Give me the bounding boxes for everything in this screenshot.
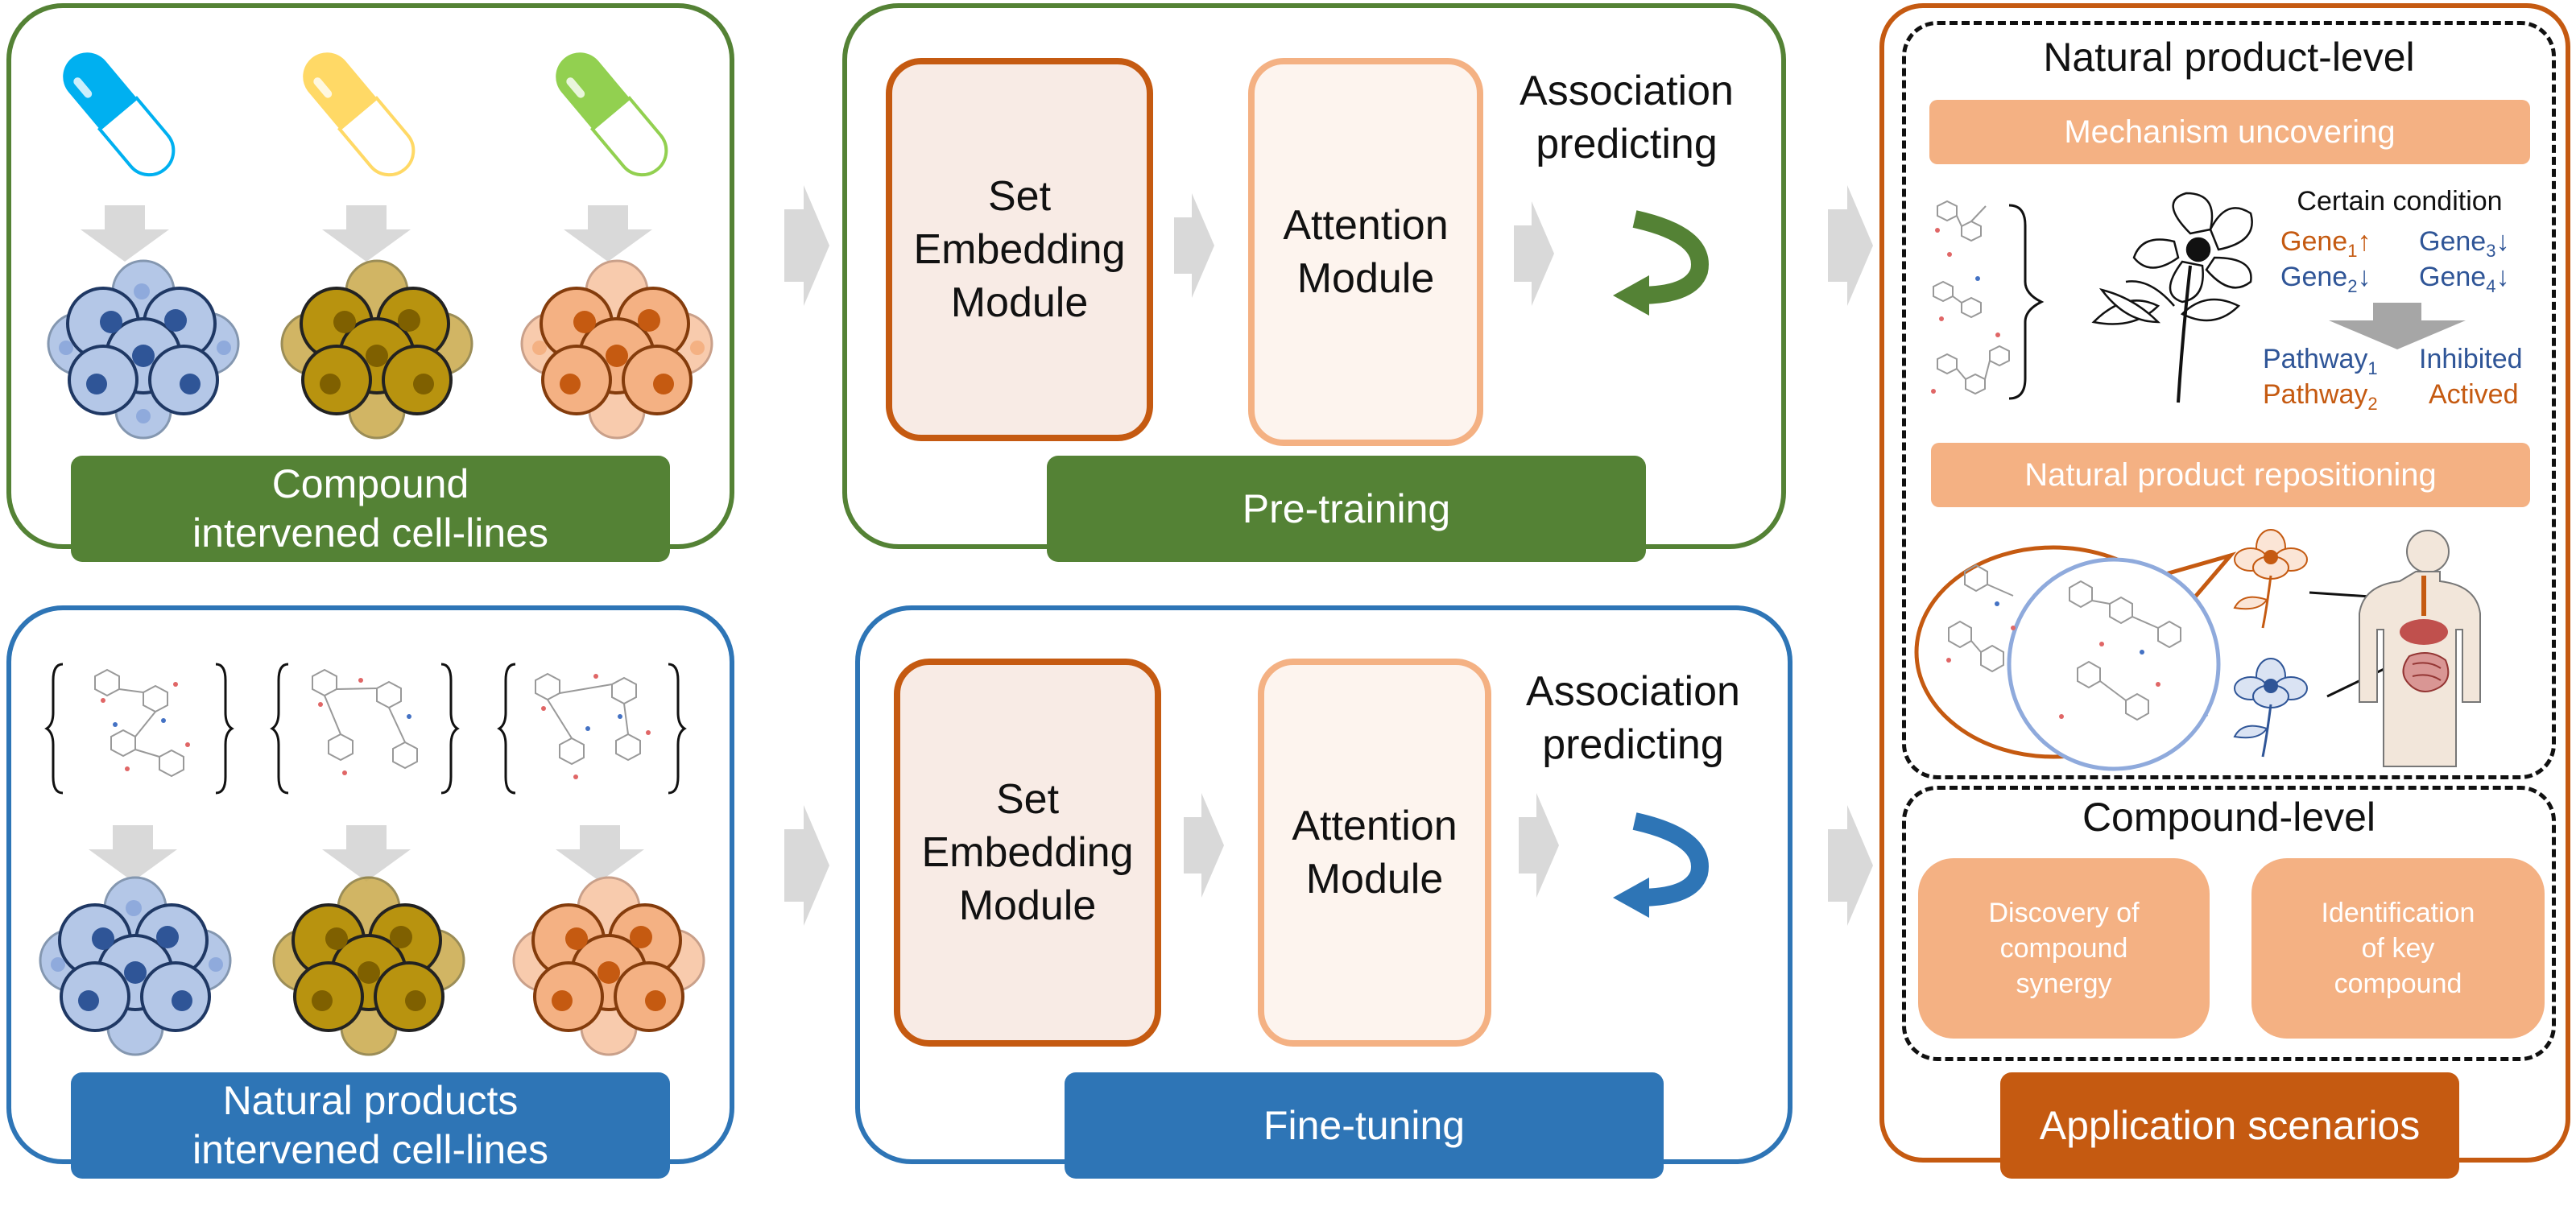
right-arrow-icon [1828, 185, 1873, 306]
natural-product-repositioning-pill: Natural product repositioning [1931, 443, 2530, 507]
capsule-blue-icon [63, 52, 176, 177]
right-arrow-icon [784, 805, 829, 926]
gene3-text: Gene3↓ [2419, 226, 2510, 261]
right-arrow-icon [1174, 193, 1214, 298]
pretraining-label: Pre-training [1047, 456, 1646, 562]
cell-cluster-blue-icon [47, 259, 240, 440]
set-embedding-module: Set Embedding Module [894, 659, 1161, 1047]
cycle-arrow-icon [1613, 812, 1709, 918]
molecule-set-icon [44, 663, 234, 795]
down-arrow-icon [322, 205, 411, 262]
key-compound-tile: Identification of key compound [2251, 858, 2545, 1039]
cycle-arrow-icon [1613, 210, 1709, 316]
inhibited-text: Inhibited [2419, 344, 2523, 374]
cell-cluster-orange-icon [520, 259, 713, 440]
down-arrow-icon [556, 825, 644, 882]
compound-cell-lines-label: Compound intervened cell-lines [71, 456, 670, 562]
cell-cluster-blue-icon [39, 876, 232, 1056]
down-arrow-icon [322, 825, 411, 882]
down-arrow-icon [2329, 303, 2466, 349]
molecule-stack-icon [1931, 200, 2010, 395]
right-arrow-icon [1514, 201, 1554, 306]
application-scenarios-label: Application scenarios [2000, 1072, 2459, 1179]
down-arrow-icon [81, 205, 169, 262]
attention-module: Attention Module [1258, 659, 1491, 1047]
cell-cluster-olive-icon [272, 876, 465, 1056]
pathway1-text: Pathway1 [2263, 344, 2378, 378]
flower-sketch-icon [2091, 192, 2253, 403]
right-arrow-icon [1184, 793, 1224, 898]
down-arrow-icon [564, 205, 652, 262]
actived-text: Actived [2429, 379, 2519, 410]
gene4-text: Gene4↓ [2419, 262, 2510, 296]
pathway2-text: Pathway2 [2263, 379, 2378, 414]
natural-products-label: Natural products intervened cell-lines [71, 1072, 670, 1179]
natural-product-level-title: Natural product-level [2043, 35, 2415, 80]
human-body-icon [2359, 530, 2481, 767]
compound-synergy-tile: Discovery of compound synergy [1918, 858, 2210, 1039]
capsule-yellow-icon [303, 52, 416, 177]
association-predicting-text: Association predicting [1520, 68, 1734, 168]
right-arrow-icon [784, 185, 829, 306]
attention-module: Attention Module [1248, 58, 1483, 446]
right-arrow-icon [1519, 793, 1559, 898]
natural-product-level-box [1902, 21, 2556, 779]
gene1-text: Gene1↑ [2280, 226, 2371, 261]
compound-level-box [1902, 786, 2556, 1061]
molecule-bubble-icon [1914, 545, 2237, 771]
set-embedding-module: Set Embedding Module [886, 58, 1153, 441]
association-predicting-text: Association predicting [1526, 668, 1740, 769]
certain-condition-text: Certain condition [2297, 186, 2503, 217]
mechanism-uncovering-pill: Mechanism uncovering [1929, 100, 2530, 164]
down-arrow-icon [89, 825, 177, 882]
cell-cluster-orange-icon [512, 876, 705, 1056]
compound-level-title: Compound-level [2082, 795, 2376, 840]
bracket-icon [2008, 204, 2045, 400]
right-arrow-icon [1828, 805, 1873, 926]
orange-flower-icon [2233, 529, 2308, 629]
blue-flower-icon [2233, 658, 2308, 758]
cell-cluster-olive-icon [280, 259, 473, 440]
molecule-set-icon [497, 663, 687, 795]
capsule-green-icon [556, 52, 668, 177]
finetuning-label: Fine-tuning [1065, 1072, 1664, 1179]
molecule-set-icon [270, 663, 460, 795]
gene2-text: Gene2↓ [2280, 262, 2371, 296]
